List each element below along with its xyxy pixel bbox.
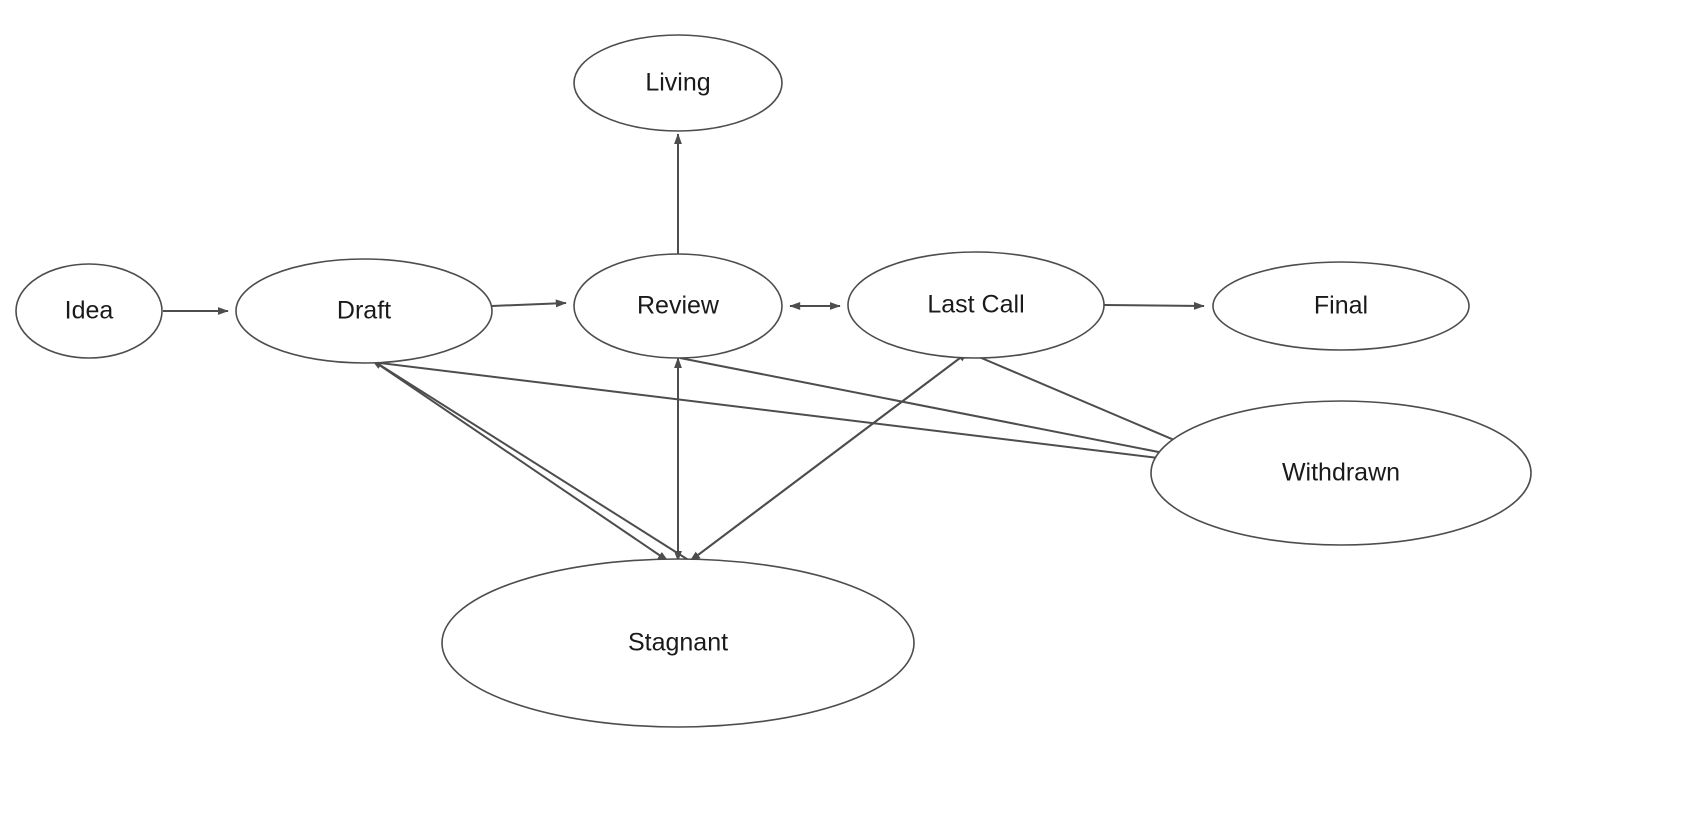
node-draft[interactable]: Draft xyxy=(235,258,493,364)
node-shape-draft[interactable] xyxy=(235,258,493,364)
node-label-draft: Draft xyxy=(337,297,391,325)
node-living[interactable]: Living xyxy=(573,34,783,132)
node-label-review: Review xyxy=(637,292,720,320)
node-review[interactable]: Review xyxy=(573,253,783,359)
node-stagnant[interactable]: Stagnant xyxy=(441,558,915,728)
edge-draft-to-stagnant xyxy=(371,359,669,562)
node-label-withdrawn: Withdrawn xyxy=(1282,459,1400,487)
edge-stagnant-to-draft xyxy=(371,359,691,562)
edge-draft-to-review xyxy=(491,299,567,308)
node-shape-lastcall[interactable] xyxy=(847,251,1105,359)
node-label-final: Final xyxy=(1314,292,1368,320)
node-withdrawn[interactable]: Withdrawn xyxy=(1150,400,1532,546)
edge-lastcall-to-final xyxy=(1103,301,1205,310)
edge-review-to-withdrawn xyxy=(679,357,1241,470)
node-shape-living[interactable] xyxy=(573,34,783,132)
node-idea[interactable]: Idea xyxy=(15,263,163,359)
node-shape-review[interactable] xyxy=(573,253,783,359)
node-label-living: Living xyxy=(645,69,710,97)
node-shape-withdrawn[interactable] xyxy=(1150,400,1532,546)
node-shape-idea[interactable] xyxy=(15,263,163,359)
edge-draft-to-withdrawn xyxy=(371,361,1241,471)
edge-stagnant-to-lastcall xyxy=(689,351,969,562)
node-label-lastcall: Last Call xyxy=(927,291,1024,319)
node-lastcall[interactable]: Last Call xyxy=(847,251,1105,359)
node-label-idea: Idea xyxy=(65,297,114,325)
node-label-stagnant: Stagnant xyxy=(628,629,728,657)
node-shape-final[interactable] xyxy=(1212,261,1470,351)
node-shape-stagnant[interactable] xyxy=(441,558,915,728)
node-final[interactable]: Final xyxy=(1212,261,1470,351)
